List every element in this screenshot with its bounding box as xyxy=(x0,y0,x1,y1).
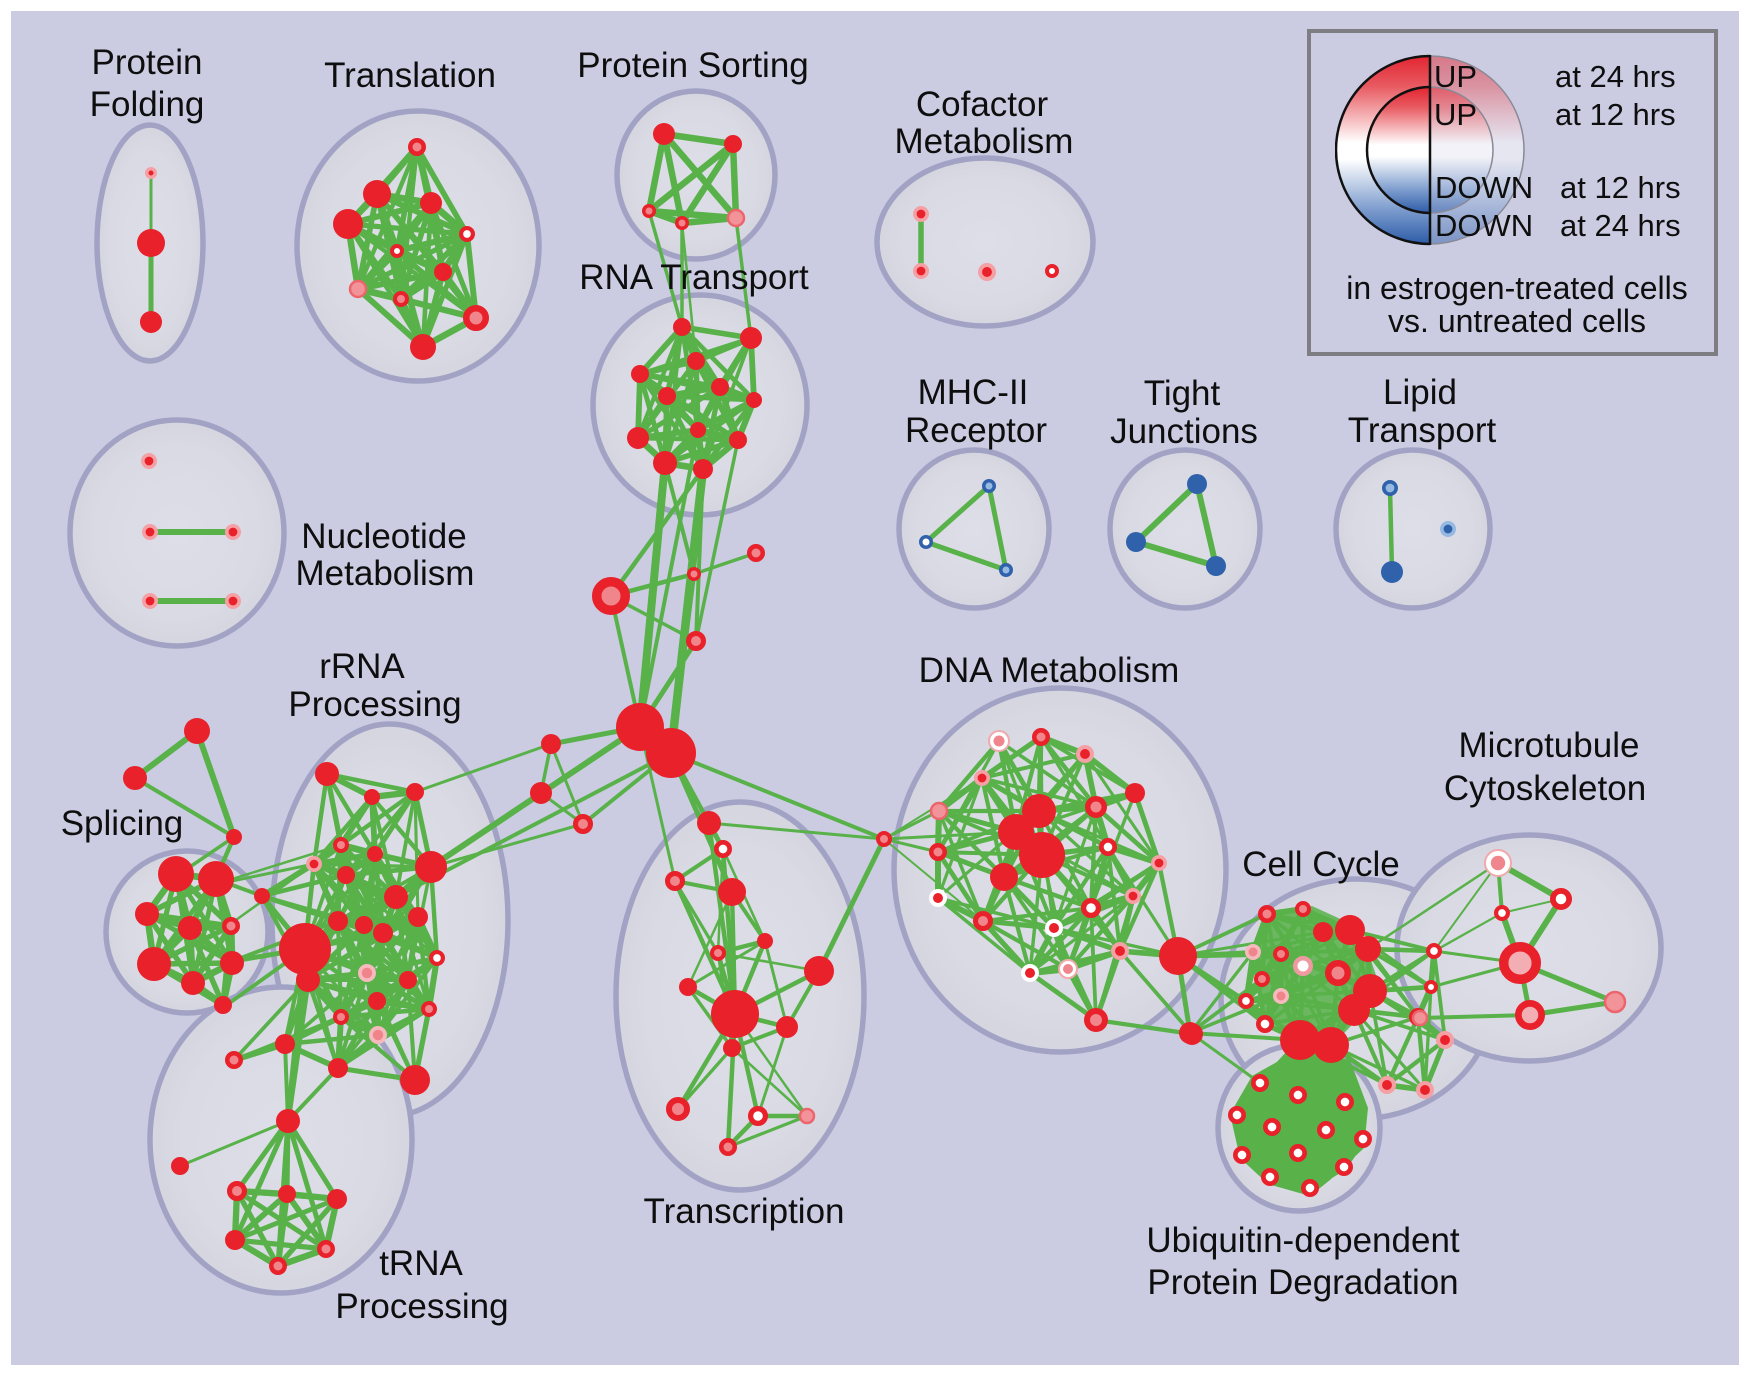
svg-text:Processing: Processing xyxy=(288,685,461,724)
svg-text:at 12 hrs: at 12 hrs xyxy=(1555,97,1676,132)
svg-text:at 24 hrs: at 24 hrs xyxy=(1555,59,1676,94)
svg-text:tRNA: tRNA xyxy=(379,1244,463,1283)
svg-text:at 24 hrs: at 24 hrs xyxy=(1560,208,1681,243)
svg-text:UP: UP xyxy=(1434,59,1477,94)
svg-text:at 12 hrs: at 12 hrs xyxy=(1560,170,1681,205)
svg-text:in estrogen-treated cells: in estrogen-treated cells xyxy=(1346,270,1688,306)
svg-text:Splicing: Splicing xyxy=(61,804,184,843)
svg-text:Folding: Folding xyxy=(90,85,205,124)
svg-text:Cell Cycle: Cell Cycle xyxy=(1242,845,1400,884)
svg-text:rRNA: rRNA xyxy=(319,647,405,686)
svg-text:RNA Transport: RNA Transport xyxy=(579,258,809,297)
svg-text:Tight: Tight xyxy=(1144,374,1221,413)
svg-text:Transcription: Transcription xyxy=(644,1192,845,1231)
svg-text:DOWN: DOWN xyxy=(1435,170,1533,205)
svg-text:MHC-II: MHC-II xyxy=(918,373,1029,412)
svg-text:DOWN: DOWN xyxy=(1435,208,1533,243)
svg-text:Junctions: Junctions xyxy=(1110,412,1258,451)
svg-text:Ubiquitin-dependent: Ubiquitin-dependent xyxy=(1146,1221,1460,1260)
svg-text:Metabolism: Metabolism xyxy=(296,554,475,593)
svg-text:Lipid: Lipid xyxy=(1383,373,1457,412)
svg-text:Processing: Processing xyxy=(335,1287,508,1326)
svg-text:Transport: Transport xyxy=(1348,411,1497,450)
svg-text:Translation: Translation xyxy=(324,56,496,95)
svg-text:Cofactor: Cofactor xyxy=(916,85,1049,124)
svg-text:Metabolism: Metabolism xyxy=(895,122,1074,161)
svg-text:vs. untreated cells: vs. untreated cells xyxy=(1388,303,1646,339)
svg-text:DNA Metabolism: DNA Metabolism xyxy=(919,651,1180,690)
svg-text:Nucleotide: Nucleotide xyxy=(301,517,466,556)
svg-text:Protein Sorting: Protein Sorting xyxy=(577,46,809,85)
svg-text:Protein Degradation: Protein Degradation xyxy=(1147,1263,1458,1302)
svg-text:UP: UP xyxy=(1434,97,1477,132)
svg-text:Microtubule: Microtubule xyxy=(1459,726,1640,765)
svg-text:Protein: Protein xyxy=(92,43,203,82)
svg-text:Receptor: Receptor xyxy=(905,411,1047,450)
svg-text:Cytoskeleton: Cytoskeleton xyxy=(1444,769,1646,808)
